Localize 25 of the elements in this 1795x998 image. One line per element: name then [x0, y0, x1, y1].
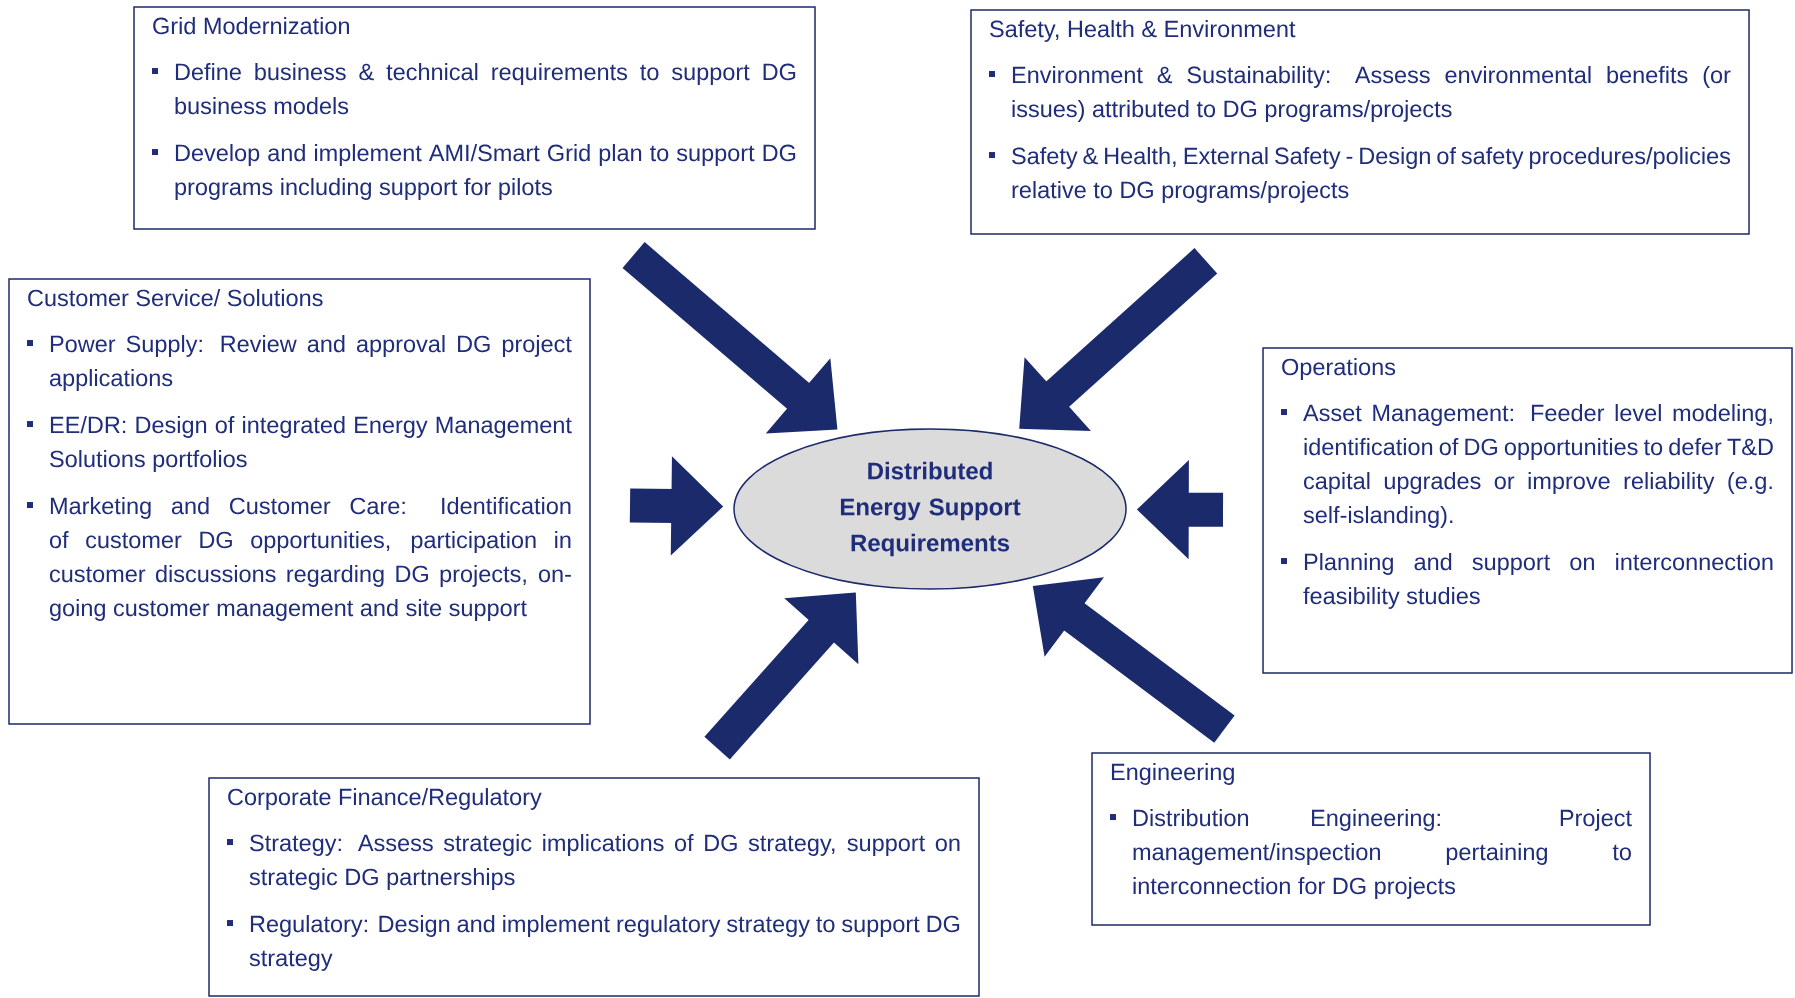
bullet-text: Environment & Sustainability: Assess environmental benefits (or issues) attributed to DG programs/projects: [1012, 66, 1731, 122]
bullet-text: Planning and support on interconnection feasibility studies: [1303, 553, 1773, 609]
text-box: [1091, 752, 1651, 926]
box-heading: Safety, Health & Environment: [990, 20, 1296, 42]
bullet-text: Develop and implement AMI/Smart Grid plan to support DG programs including support for pilots: [175, 144, 796, 200]
bullet-text: Power Supply: Review and approval DG project applications: [50, 335, 572, 391]
bullet-text: Regulatory: Design and implement regulatory strategy to support DG strategy: [249, 915, 960, 971]
text-box: [1262, 347, 1793, 674]
bullet-text: Strategy: Assess strategic implications of DG strategy, support on strategic DG partnerships: [249, 834, 960, 890]
box-heading: Corporate Finance/Regulatory: [228, 788, 542, 810]
block-arrow: [1019, 248, 1218, 431]
bullet-text: Asset Management: Feeder level modeling, identification of DG opportunities to defer T&D capital upgrades or improve reliability (e.g. self-islanding).: [1303, 404, 1773, 528]
text-box: [8, 278, 591, 725]
bullet-text: Marketing and Customer Care: Identification of customer DG opportunities, participation in customer discussions regarding DG projects, on-going customer management and site support: [50, 497, 571, 621]
box-heading: Grid Modernization: [153, 17, 349, 35]
box-heading: Engineering: [1111, 763, 1234, 785]
bullet-text: Distribution Engineering: Project management/inspection pertaining to interconnection for DG projects: [1133, 809, 1632, 899]
box-heading: Operations: [1282, 358, 1396, 380]
box-heading: Customer Service/ Solutions: [28, 289, 323, 307]
bullet-text: Define business & technical requirements to support DG business models: [175, 63, 796, 115]
text-box: [133, 6, 816, 230]
text-box: [208, 777, 980, 997]
text-box: [970, 9, 1750, 235]
bullet-text: Safety & Health, External Safety - Design of safety procedures/policies relative to DG programs/projects: [1012, 147, 1731, 203]
bullet-text: EE/DR: Design of integrated Energy Management Solutions portfolios: [50, 416, 572, 472]
